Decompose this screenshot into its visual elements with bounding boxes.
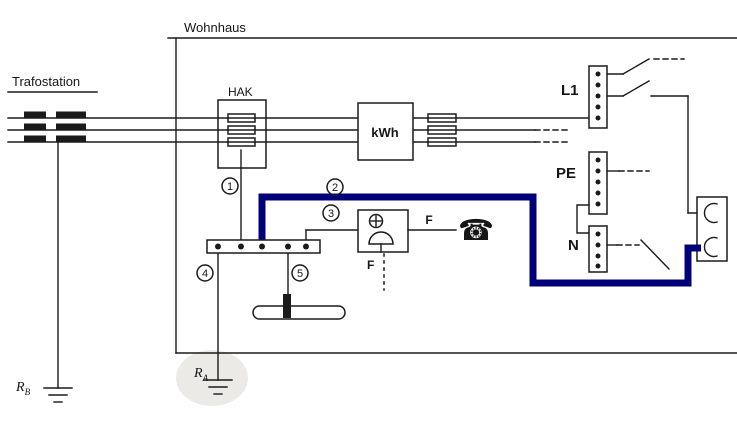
transformer-station-label: Trafostation	[12, 74, 80, 89]
marker-number: 1	[227, 181, 233, 193]
secondary-winding-bar	[56, 123, 86, 131]
distribution-fuse-1	[427, 113, 457, 123]
marker-number: 2	[332, 182, 338, 194]
primary-winding-bar	[24, 123, 46, 131]
terminal-dot	[285, 243, 291, 250]
surge-protector: F F	[305, 209, 457, 291]
terminal-dot	[595, 231, 601, 237]
circuit-switch-1	[606, 58, 685, 75]
l1-label: L1	[561, 82, 579, 99]
main-earthing-bar	[206, 239, 321, 254]
pe-label: PE	[556, 165, 576, 182]
marker-number: 3	[328, 208, 334, 220]
hak-enclosure	[217, 99, 267, 169]
l1-busbar: L1	[561, 65, 608, 129]
hak-fuse-3	[227, 137, 256, 147]
foundation-earth	[252, 252, 346, 320]
ra-letter: R	[193, 366, 203, 381]
meter-enclosure	[357, 102, 414, 161]
socket-outlet	[696, 196, 728, 262]
hak-fuse-1	[227, 113, 256, 123]
marker-3: 3	[322, 204, 340, 222]
terminal-dot	[595, 104, 601, 110]
plus-circle-icon	[368, 213, 384, 229]
service-cable	[7, 117, 590, 143]
terminal-dot	[238, 243, 244, 250]
arrester-dome-icon	[368, 231, 394, 245]
switch-blade	[622, 80, 650, 97]
terminal-dot	[595, 93, 601, 99]
terminal-dot	[595, 179, 601, 185]
n-switch-blade	[640, 239, 670, 270]
transformer-station: Trafostation	[7, 74, 98, 143]
telephone-icon: ☎	[458, 213, 494, 247]
house-outline: Wohnhaus	[167, 20, 737, 354]
marker-circle	[326, 178, 344, 196]
terminal-dot	[595, 201, 601, 207]
terminal-dot	[595, 190, 601, 196]
marker-5: 5	[291, 264, 309, 282]
house-label: Wohnhaus	[184, 20, 246, 35]
marker-circle	[196, 264, 214, 282]
terminal-dot	[595, 263, 601, 269]
secondary-winding-bar	[56, 135, 86, 143]
pe-n-bridge	[576, 204, 590, 234]
terminal-dot	[595, 71, 601, 77]
system-earth-rb: RB	[15, 141, 73, 403]
arrester-enclosure	[357, 209, 409, 253]
terminal-dot	[595, 157, 601, 163]
kwh-meter: kWh	[357, 102, 414, 161]
terminal-dot	[303, 243, 309, 250]
terminal-dot	[595, 168, 601, 174]
socket-contact-lower	[703, 236, 718, 258]
distribution-fuses	[427, 113, 457, 147]
primary-winding-bar	[24, 135, 46, 143]
circuit-switch-2	[606, 80, 704, 214]
marker-circle	[322, 204, 340, 222]
distribution-fuse-3	[427, 137, 457, 147]
hak-label: HAK	[228, 85, 253, 99]
n-label: N	[568, 237, 579, 254]
ra-subscript: A	[202, 373, 209, 383]
terminal-dot	[259, 243, 265, 250]
n-busbar: N	[568, 225, 670, 273]
earth-electrode-bar	[252, 305, 346, 320]
kwh-label: kWh	[371, 125, 399, 140]
marker-1: 1	[221, 177, 239, 195]
n-bus-body	[588, 225, 608, 273]
secondary-winding-bar	[56, 111, 86, 119]
earthing-ra: RA	[193, 252, 233, 395]
terminal-dot	[595, 242, 601, 248]
switch-blade	[622, 58, 650, 75]
rb-label: RB	[15, 380, 31, 397]
rb-subscript: B	[25, 387, 31, 397]
scan-artifact-blob	[176, 350, 248, 406]
socket-contact-upper	[703, 202, 718, 224]
hak-box: HAK	[217, 85, 267, 241]
marker-number: 4	[202, 268, 208, 280]
terminal-dot	[215, 243, 221, 250]
primary-winding-bar	[24, 111, 46, 119]
marker-2: 2	[326, 178, 344, 196]
distribution-fuse-2	[427, 125, 457, 135]
n-conductor-highlight	[258, 193, 701, 287]
telecom-line-label: F	[425, 213, 432, 227]
ra-label: RA	[193, 366, 209, 383]
pe-busbar: PE	[556, 151, 650, 215]
marker-number: 5	[297, 268, 303, 280]
socket-body	[696, 196, 728, 262]
rb-letter: R	[15, 380, 25, 395]
hak-fuse-2	[227, 125, 256, 135]
down-line-label: F	[367, 258, 374, 272]
terminal-dot	[595, 253, 601, 259]
terminal-dot	[595, 82, 601, 88]
marker-circle	[291, 264, 309, 282]
marker-4: 4	[196, 264, 214, 282]
marker-circle	[221, 177, 239, 195]
terminal-dot	[595, 115, 601, 121]
electrode-clamp	[283, 294, 291, 318]
